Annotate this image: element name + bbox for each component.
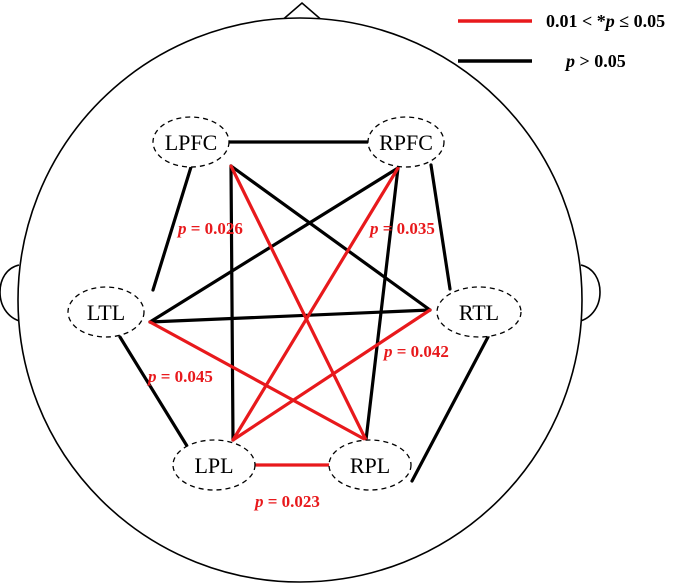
legend-label-nonsignificant: p > 0.05 [564,51,626,71]
legend: 0.01 < *p ≤ 0.05 p > 0.05 [458,11,665,71]
connection-rtl-lpl [231,308,432,442]
node-label-rpl: RPL [350,453,390,478]
connection-ltl-rtl [148,308,432,324]
node-label-lpfc: LPFC [165,130,218,155]
connection-lines [118,140,490,483]
node-rpfc: RPFC [367,116,445,168]
connection-ltl-rpl [148,320,368,442]
connection-ltl-lpl [118,335,189,448]
node-rtl: RTL [436,286,522,338]
connection-lpfc-rtl [229,164,432,312]
connection-rpfc-rtl [429,163,452,291]
node-label-rpfc: RPFC [379,130,433,155]
node-lpfc: LPFC [152,116,230,168]
connection-lpfc-lpl [229,164,235,442]
p-label-ltl-rpl: p = 0.045 [146,367,213,386]
p-label-rpfc-lpl: p = 0.035 [368,219,435,238]
node-lpl: LPL [172,439,256,491]
connection-rpfc-rpl [364,166,400,442]
node-ltl: LTL [67,286,145,338]
connection-lpfc-ltl [151,165,193,292]
p-label-lpfc-rpl: p = 0.026 [176,219,243,238]
p-label-rtl-lpl: p = 0.042 [382,342,449,361]
connection-rtl-rpl [410,335,490,483]
connection-rpfc-ltl [148,166,400,324]
head-outline [0,1,601,583]
node-label-lpl: LPL [194,453,233,478]
node-rpl: RPL [328,439,412,491]
head-circle [17,17,583,583]
p-label-lpl-rpl: p = 0.023 [253,492,320,511]
node-label-rtl: RTL [459,300,499,325]
legend-label-significant: 0.01 < *p ≤ 0.05 [546,11,665,31]
connection-lpfc-rpl [229,164,368,442]
node-label-ltl: LTL [87,300,125,325]
connection-rpfc-lpl [231,166,400,442]
